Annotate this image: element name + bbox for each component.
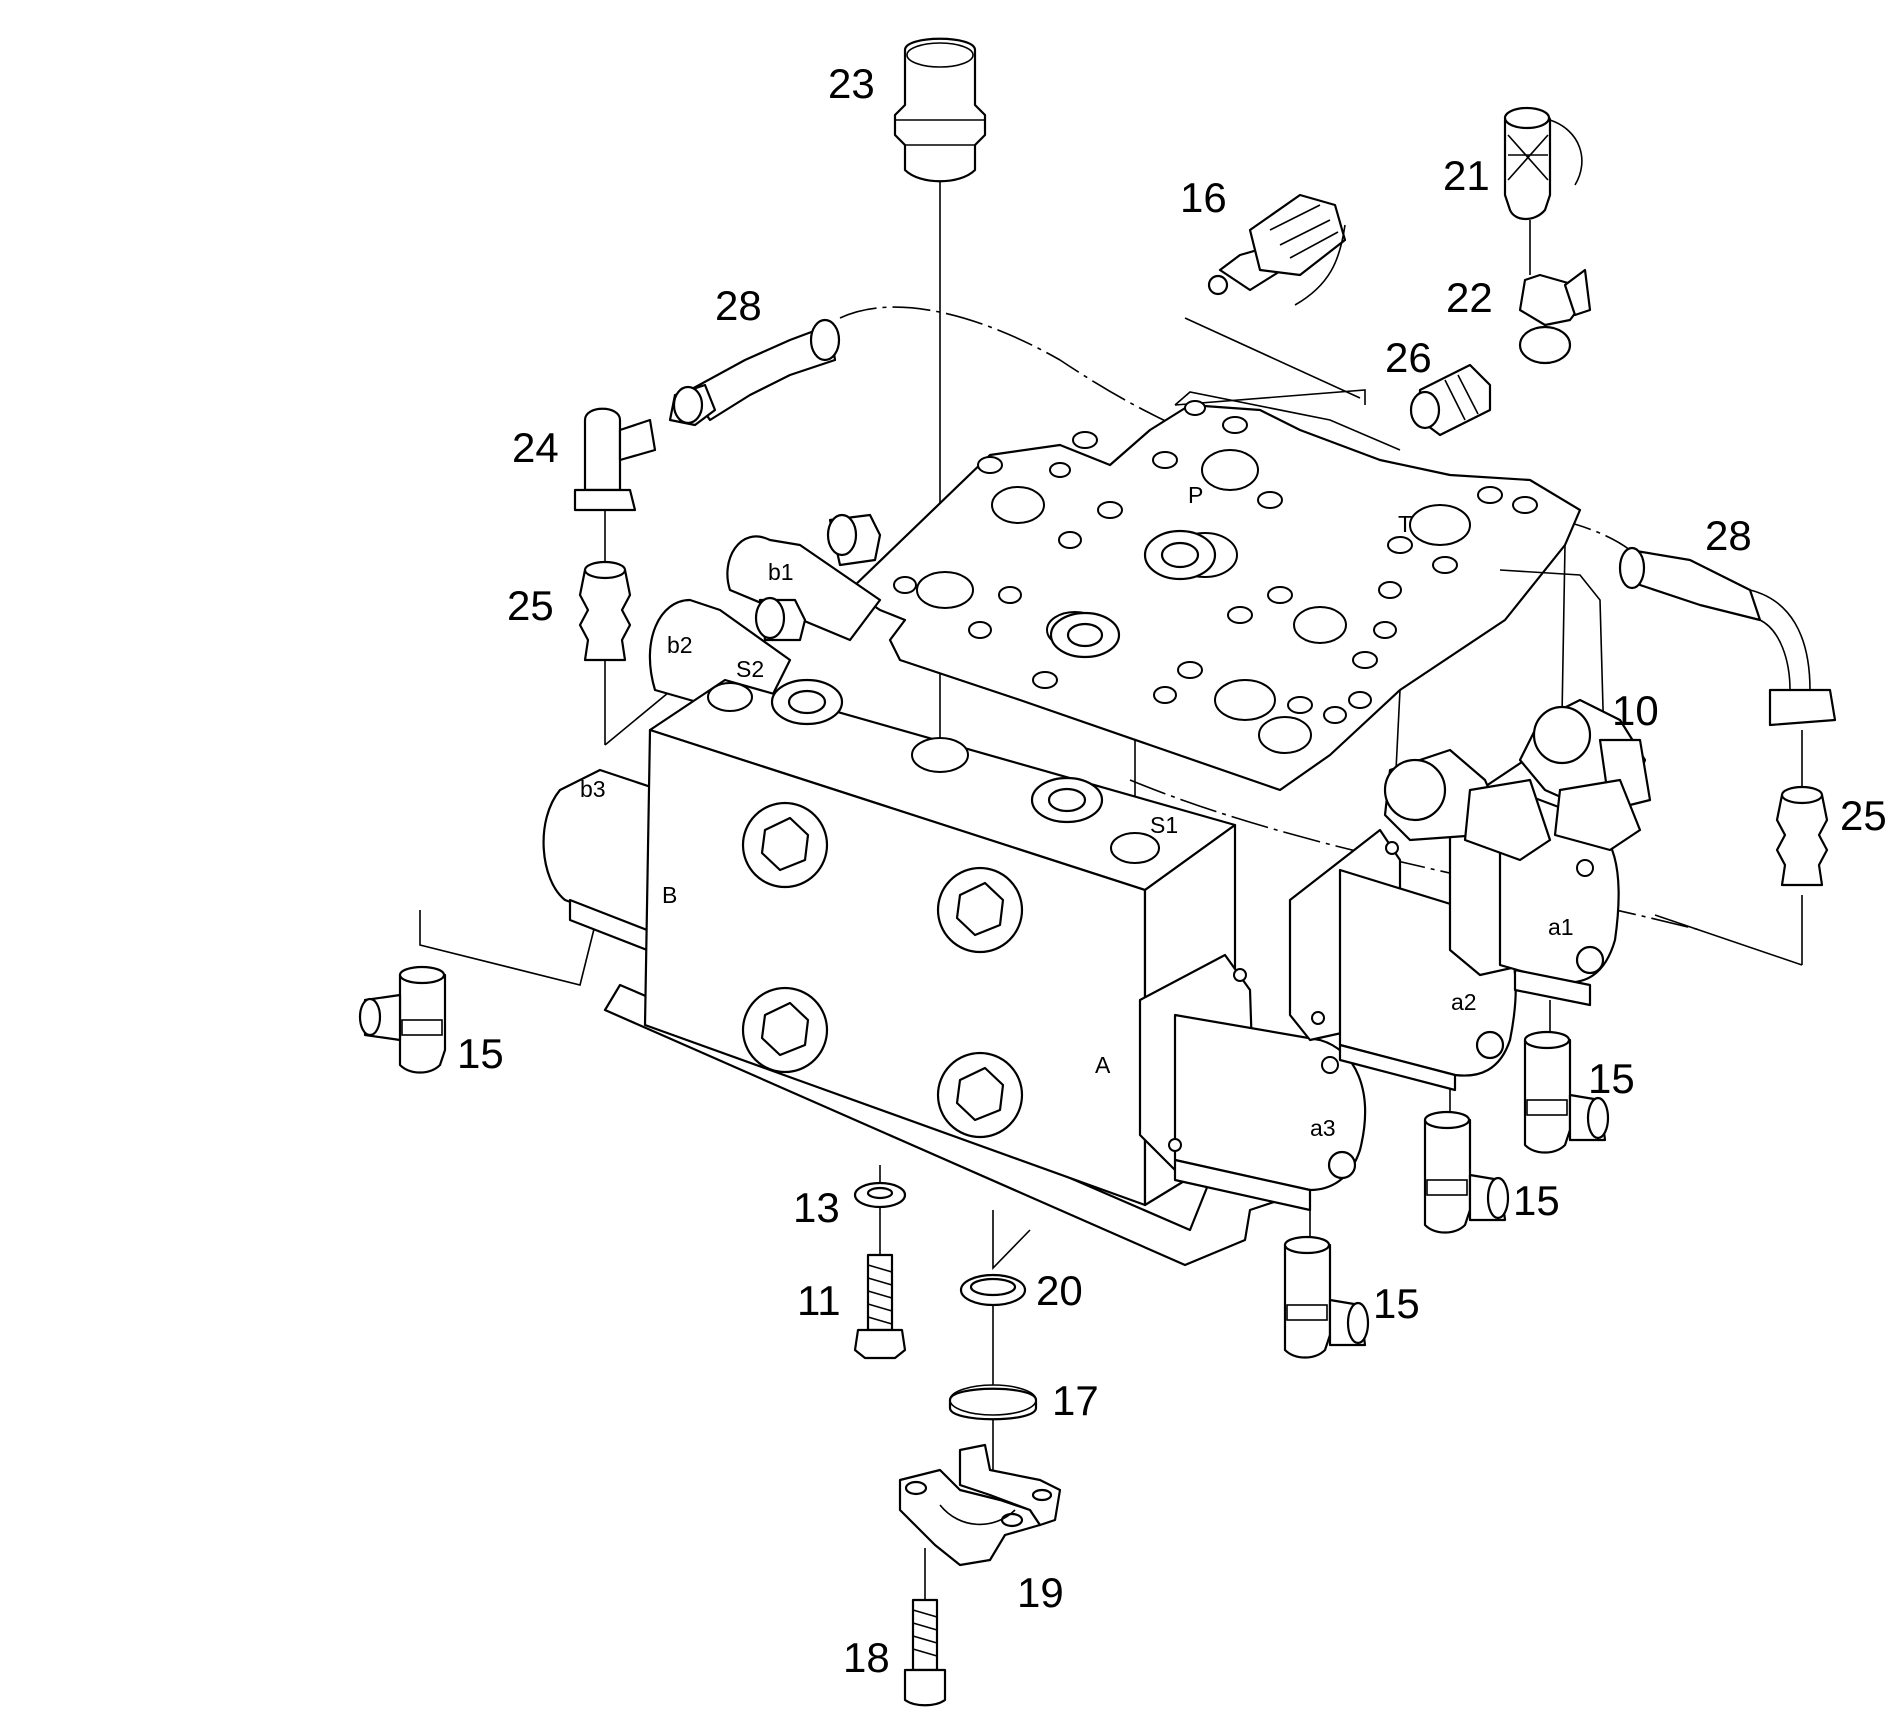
part-23-plug	[893, 37, 987, 183]
port-label-b1: b1	[768, 559, 794, 585]
port-label-a1: a1	[1548, 914, 1574, 940]
part-11-bolt	[853, 1253, 907, 1360]
part-19-flange-clamp	[898, 1443, 1062, 1567]
part-15-right-3	[1283, 1235, 1370, 1359]
callout-20: 20	[1036, 1267, 1083, 1314]
callout-25-left: 25	[507, 582, 554, 629]
part-15-fittings	[358, 965, 1610, 1359]
port-label-A: A	[1095, 1052, 1111, 1078]
callout-23: 23	[828, 60, 875, 107]
callout-19: 19	[1017, 1569, 1064, 1616]
port-label-b3: b3	[580, 776, 606, 802]
port-label-S1: S1	[1150, 812, 1178, 838]
a3-solenoid	[1138, 953, 1367, 1212]
callout-15-right-1: 15	[1588, 1055, 1635, 1102]
callout-28-right: 28	[1705, 512, 1752, 559]
callout-25-right: 25	[1840, 792, 1887, 839]
callout-18: 18	[843, 1634, 890, 1681]
port-label-S2: S2	[736, 656, 764, 682]
callout-13: 13	[793, 1184, 840, 1231]
part-24-elbow	[573, 407, 657, 512]
callout-17: 17	[1052, 1377, 1099, 1424]
callout-22: 22	[1446, 274, 1493, 321]
callout-15-left: 15	[457, 1030, 504, 1077]
port-labels: P T S2 S1 B A b1 b2 b3 a1 a2 a3	[580, 482, 1574, 1141]
port-label-B: B	[662, 882, 677, 908]
callout-16: 16	[1180, 174, 1227, 221]
part-22-elbow	[1518, 268, 1592, 365]
port-label-a2: a2	[1451, 989, 1477, 1015]
port-label-b2: b2	[667, 632, 693, 658]
part-15-right-1	[1523, 1030, 1610, 1154]
part-15-left	[358, 965, 447, 1074]
part-15-right-2	[1423, 1110, 1510, 1234]
callout-11: 11	[797, 1277, 841, 1324]
port-label-T: T	[1398, 511, 1412, 537]
port-label-P: P	[1188, 482, 1203, 508]
part-21-coupling	[1503, 106, 1583, 221]
callout-15-right-2: 15	[1513, 1177, 1560, 1224]
part-17-disc	[948, 1384, 1038, 1421]
bottom-hardware	[853, 1181, 1062, 1707]
part-20-oring	[959, 1273, 1027, 1307]
part-16-coupling	[1207, 193, 1347, 306]
callout-21: 21	[1443, 152, 1490, 199]
part-10-fittings	[1383, 698, 1652, 862]
callout-26: 26	[1385, 334, 1432, 381]
part-18-bolt	[903, 1598, 947, 1707]
port-label-a3: a3	[1310, 1115, 1336, 1141]
part-number-callouts: 23 16 21 22 26 28 24 25 28 10 25 15 15 1…	[457, 60, 1887, 1681]
upper-block-holes	[893, 400, 1538, 754]
front-hex-bolts	[741, 801, 1024, 1139]
callout-15-right-3: 15	[1373, 1280, 1420, 1327]
part-28-hose-left	[668, 318, 841, 427]
part-13-washer	[853, 1181, 907, 1209]
callout-28-left: 28	[715, 282, 762, 329]
callout-24: 24	[512, 424, 559, 471]
part-28-hose-right	[1618, 546, 1837, 727]
part-26-fitting	[1409, 363, 1492, 437]
part-25-nipples	[578, 560, 1829, 887]
callout-10: 10	[1612, 687, 1659, 734]
